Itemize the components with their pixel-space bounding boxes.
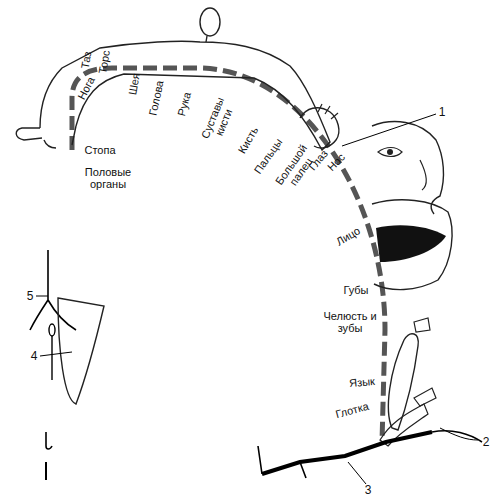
body-part-label: Торс [96, 49, 112, 74]
eye-outline [378, 148, 402, 157]
callout-number: 1 [439, 106, 446, 118]
leader-line [348, 462, 366, 484]
body-part-label: Язык [349, 375, 376, 389]
body-part-label: Шея [126, 72, 142, 96]
small-mark [46, 432, 52, 449]
small-sulcus-line [51, 336, 52, 380]
small-sulcus [49, 324, 55, 336]
head-outline [200, 8, 220, 36]
cortex-section [58, 298, 104, 404]
body-part-label: Кисть [236, 125, 261, 156]
mouth-opening [376, 225, 446, 262]
leader-line [36, 296, 48, 297]
callout-number: 4 [31, 350, 38, 362]
small-mark [45, 462, 47, 480]
body-part-label: Стопа [84, 144, 115, 156]
jaw-tooth [414, 318, 430, 332]
lateral-fissure [262, 432, 432, 474]
body-part-label: Глотка [334, 400, 370, 420]
body-part-label: Лицо [334, 224, 362, 247]
body-part-label: Рука [175, 91, 193, 117]
cortex-arc [72, 68, 385, 442]
eye-pupil [387, 149, 393, 155]
fissure-branches [258, 431, 482, 478]
neck-line [206, 36, 207, 42]
callout-number: 3 [365, 484, 372, 496]
body-part-label: Половые органы [73, 166, 143, 190]
body-part-label: Суставы кисти [197, 91, 239, 148]
body-part-label: Таз [79, 50, 94, 69]
leader-line [40, 352, 72, 356]
leader-line [440, 428, 478, 440]
callout-number: 5 [27, 290, 34, 302]
nose-outline [420, 160, 426, 190]
finger-lines [318, 104, 338, 119]
callout-number: 2 [483, 436, 490, 448]
hand-outline [300, 108, 339, 148]
body-part-label: Голова [146, 79, 165, 116]
body-part-label: Челюсть и зубы [320, 310, 380, 334]
central-sulcus [30, 250, 76, 330]
leader-line [342, 114, 436, 146]
lips-outline [372, 200, 452, 290]
body-part-label: Губы [343, 284, 368, 296]
leg-outline [16, 126, 76, 148]
pharynx-part [414, 388, 436, 406]
body-outline [40, 41, 330, 150]
